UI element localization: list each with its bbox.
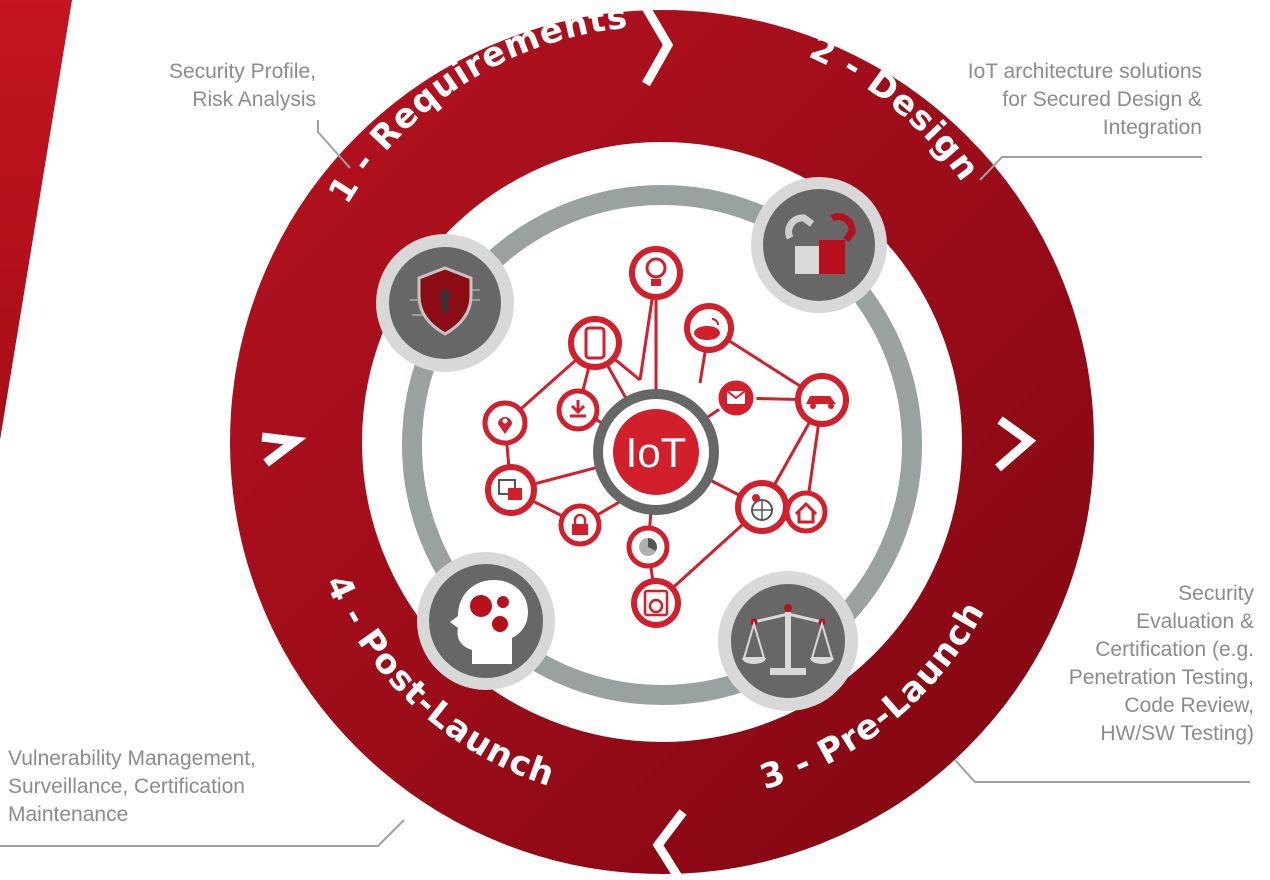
note-design: IoT architecture solutions for Secured D… bbox=[968, 58, 1202, 142]
note-requirements-line: Security Profile, bbox=[168, 60, 316, 83]
brain-gears-icon bbox=[417, 552, 555, 690]
decorative-stripe bbox=[0, 0, 72, 440]
inner-grey-ring bbox=[402, 185, 922, 705]
note-prelaunch-line: Evaluation & bbox=[1136, 610, 1254, 633]
note-requirements: Security Profile, Risk Analysis bbox=[169, 58, 316, 114]
note-postlaunch-line: Surveillance, Certification bbox=[8, 775, 245, 798]
washing-machine-node-icon bbox=[631, 578, 681, 628]
lightbulb-node-icon bbox=[629, 246, 683, 300]
pie-chart-node-icon bbox=[626, 525, 670, 569]
ring-separators bbox=[261, 3, 1037, 880]
download-node-icon bbox=[556, 388, 600, 432]
note-postlaunch: Vulnerability Management, Surveillance, … bbox=[8, 745, 256, 829]
broken-chain-lock-icon bbox=[751, 177, 887, 313]
note-design-line: Integration bbox=[1102, 116, 1202, 139]
note-prelaunch-line: Security bbox=[1178, 582, 1254, 605]
note-prelaunch-line: HW/SW Testing) bbox=[1100, 722, 1254, 745]
note-prelaunch: Security Evaluation & Certification (e.g… bbox=[1069, 580, 1254, 748]
note-prelaunch-line: Penetration Testing, bbox=[1068, 666, 1254, 689]
location-node-icon bbox=[482, 400, 528, 446]
dashboard-node-icon bbox=[485, 464, 537, 516]
cloud-wifi-node-icon bbox=[684, 303, 734, 353]
note-design-line: IoT architecture solutions bbox=[967, 60, 1202, 83]
note-requirements-line: Risk Analysis bbox=[192, 88, 316, 111]
note-postlaunch-line: Maintenance bbox=[8, 803, 129, 826]
iot-hub: IoT bbox=[593, 389, 719, 515]
scales-icon bbox=[718, 571, 858, 711]
home-node-icon bbox=[784, 490, 828, 534]
shield-circuit-icon bbox=[376, 234, 514, 372]
note-postlaunch-line: Vulnerability Management, bbox=[8, 747, 256, 770]
globe-node-icon bbox=[735, 480, 789, 534]
note-prelaunch-line: Code Review, bbox=[1124, 694, 1254, 717]
mail-node-icon bbox=[715, 377, 757, 419]
network-nodes bbox=[482, 246, 849, 628]
phone-node-icon bbox=[568, 316, 622, 370]
lock-node-icon bbox=[558, 503, 602, 547]
car-node-icon bbox=[795, 373, 849, 427]
note-design-line: for Secured Design & bbox=[1002, 88, 1202, 111]
note-connectors bbox=[0, 120, 1250, 847]
note-prelaunch-line: Certification (e.g. bbox=[1095, 638, 1254, 661]
iot-center-label: IoT bbox=[626, 429, 687, 476]
